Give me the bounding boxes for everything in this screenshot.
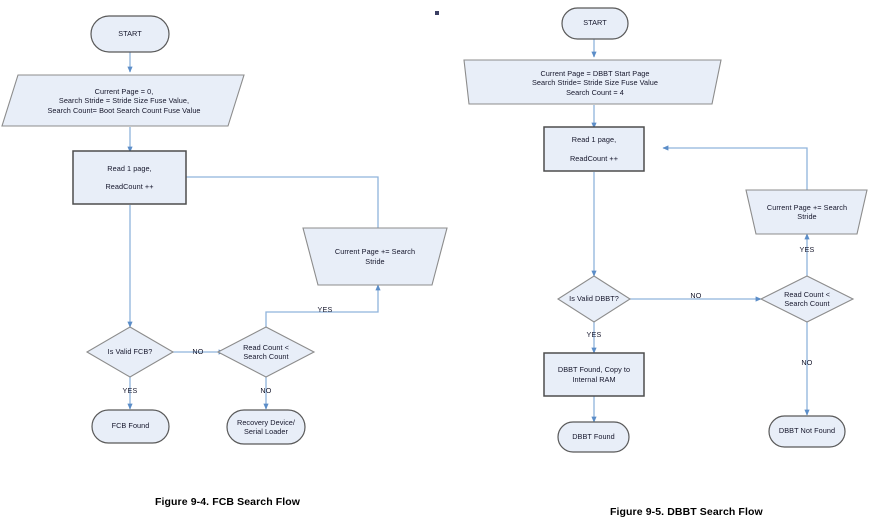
- edge-label-dbbt-count-no: NO: [801, 358, 813, 367]
- node-dbbt-read-page: [543, 126, 645, 172]
- figure-caption-fcb: Figure 9-4. FCB Search Flow: [155, 496, 301, 508]
- node-dbbt-not-found: [768, 415, 846, 448]
- node-fcb-found: [91, 409, 170, 444]
- fcb-flow-graphics: read count --> FCB Found --> recovery --…: [1, 15, 448, 445]
- figure-fcb-search-flow: read count --> FCB Found --> recovery --…: [1, 11, 448, 445]
- edge-label-fcb-count-yes: YES: [317, 305, 333, 314]
- edge-label-fcb-valid-yes: YES: [122, 386, 138, 395]
- scan-artifact-dot: [435, 11, 439, 15]
- dbbt-flow-graphics: read count --> copy to RAM --> trapezoid…: [463, 7, 868, 453]
- figure-caption-dbbt: Figure 9-5. DBBT Search Flow: [610, 506, 763, 518]
- edge-advance-to-read: [662, 145, 808, 190]
- edge-label-dbbt-valid-no: NO: [690, 291, 702, 300]
- node-dbbt-is-valid: [556, 275, 632, 323]
- edge-readcount-yes-to-advance: [265, 284, 381, 327]
- node-fcb-advance: [302, 227, 448, 286]
- node-dbbt-start: [561, 7, 629, 40]
- node-fcb-start: [90, 15, 170, 53]
- node-dbbt-advance: [745, 189, 868, 235]
- node-fcb-read-page: [72, 150, 187, 205]
- node-dbbt-found: [557, 421, 630, 453]
- node-fcb-init: [1, 74, 245, 127]
- node-fcb-recovery: [226, 409, 306, 445]
- node-dbbt-read-count: [759, 275, 855, 323]
- edge-label-dbbt-count-yes: YES: [799, 245, 815, 254]
- figure-dbbt-search-flow: read count --> copy to RAM --> trapezoid…: [455, 0, 891, 532]
- node-fcb-is-valid: [85, 326, 175, 378]
- node-dbbt-init: [463, 59, 722, 105]
- edge-label-dbbt-valid-yes: YES: [586, 330, 602, 339]
- edge-label-fcb-valid-no: NO: [192, 347, 204, 356]
- edge-label-fcb-count-no: NO: [260, 386, 272, 395]
- edge-advance-to-read: [172, 174, 379, 228]
- node-fcb-read-count: [216, 326, 316, 378]
- node-dbbt-copy-ram: [543, 352, 645, 397]
